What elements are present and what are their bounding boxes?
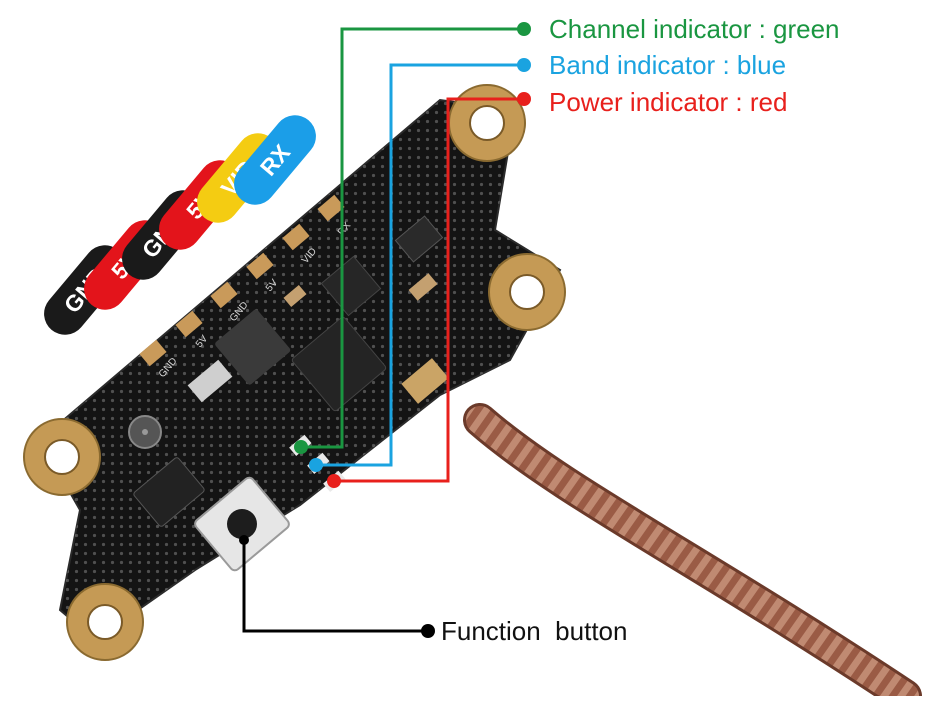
power-leader-line (334, 97, 524, 483)
band-end-dot (517, 58, 531, 72)
mcu-chip (133, 457, 205, 527)
power-led-dot (327, 474, 341, 488)
solder-pad (246, 252, 274, 280)
pin-label-6: RX (234, 115, 316, 205)
solder-pad (317, 194, 345, 222)
antenna-connector (401, 358, 449, 404)
channel-led-dot (294, 440, 308, 454)
function-button[interactable] (193, 476, 291, 573)
mounting-hole-bottom (66, 583, 144, 661)
solder-pad (282, 223, 310, 251)
crystal (187, 359, 233, 403)
capacitor (283, 284, 307, 308)
band-leader-line (316, 63, 524, 467)
function-button-dot (239, 535, 249, 545)
solder-pads (139, 194, 345, 367)
function-end-dot (421, 624, 435, 638)
capacitor (408, 273, 438, 301)
channel-leader-line (301, 27, 524, 449)
band-led-dot (309, 458, 323, 472)
solder-pad (210, 281, 238, 309)
pin-tag (234, 115, 316, 205)
band-indicator-label: Band indicator : blue (549, 50, 786, 80)
mounting-hole-right (488, 253, 566, 331)
solder-pad (139, 339, 167, 367)
mounting-hole-left (23, 418, 101, 496)
regulator-chip (394, 215, 444, 263)
antenna-cable (463, 403, 922, 701)
function-button-label: Function button (441, 616, 627, 646)
function-leader-line (242, 540, 428, 633)
leader-lines (239, 22, 531, 638)
inductor (215, 309, 291, 385)
rf-chip (291, 316, 387, 412)
ic-chip (320, 255, 382, 317)
power-end-dot (517, 92, 531, 106)
mounting-hole-top (448, 84, 526, 162)
channel-indicator-label: Channel indicator : green (549, 14, 840, 44)
components (128, 215, 449, 527)
solder-pad (175, 310, 203, 338)
power-indicator-label: Power indicator : red (549, 87, 787, 117)
channel-end-dot (517, 22, 531, 36)
